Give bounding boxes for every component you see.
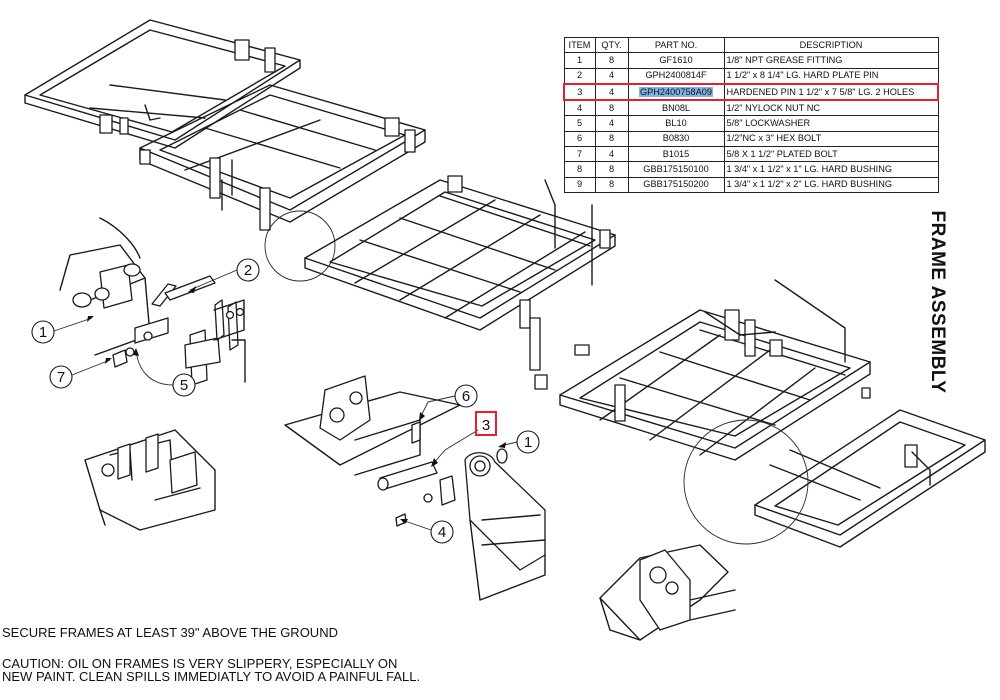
- frame-section-2: [139, 84, 426, 231]
- part-number-text: GPH2400814F: [645, 70, 707, 81]
- detail-view-pin: [284, 375, 546, 601]
- cell-qty: 4: [594, 67, 629, 85]
- cell-part-no: GF1610: [627, 52, 725, 69]
- cell-qty: 4: [594, 82, 629, 102]
- caution-note-line-1: CAUTION: OIL ON FRAMES IS VERY SLIPPERY,…: [2, 656, 398, 671]
- cell-item: 1: [563, 52, 596, 69]
- cell-qty: 8: [594, 52, 629, 69]
- cell-description: 5/8" LOCKWASHER: [723, 115, 939, 132]
- callout-label: 5: [180, 377, 188, 394]
- part-number-text: B1015: [662, 148, 690, 159]
- callout-3: 3: [431, 417, 490, 467]
- callout-4: 4: [400, 519, 454, 544]
- cell-item: 8: [563, 161, 596, 178]
- cell-part-no: BN08L: [627, 99, 725, 117]
- cell-description: 5/8 X 1 1/2" PLATED BOLT: [723, 146, 939, 163]
- detail-view-hitch: [59, 217, 246, 386]
- cell-description: 1/2" NYLOCK NUT NC: [723, 99, 939, 117]
- detail-circle-1: [264, 210, 336, 282]
- cell-description: 1 3/4" x 1 1/2" x 2" LG. HARD BUSHING: [723, 176, 939, 193]
- frame-section-1: [24, 19, 301, 149]
- part-number-text: GF1610: [659, 54, 693, 65]
- callout-label: 2: [244, 262, 252, 279]
- part-number-text: GBB175150100: [643, 164, 709, 175]
- cell-part-no: GPH2400758A09: [627, 82, 725, 102]
- page-title: FRAME ASSEMBLY: [927, 210, 948, 394]
- cell-item: 5: [563, 115, 596, 132]
- cell-part-no: GBB175150100: [627, 161, 725, 178]
- part-number-text: GBB175150200: [643, 179, 709, 190]
- cell-part-no: B0830: [627, 130, 725, 148]
- detail-view-hinge: [599, 544, 736, 641]
- cell-qty: 4: [594, 146, 629, 163]
- callout-1-top: 1: [31, 316, 94, 344]
- frame-section-3: [304, 175, 616, 390]
- callout-label: 1: [39, 324, 47, 341]
- cell-qty: 4: [594, 115, 629, 132]
- cell-qty: 8: [594, 176, 629, 193]
- cell-description: 1 1/2" x 8 1/4" LG. HARD PLATE PIN: [723, 67, 939, 85]
- cell-qty: 8: [594, 161, 629, 178]
- part-number-text: GPH2400758A09: [638, 86, 714, 97]
- callout-label: 1: [524, 434, 532, 451]
- cell-part-no: BL10: [627, 115, 725, 132]
- header-description: DESCRIPTION: [723, 36, 939, 54]
- cell-part-no: GBB175150200: [627, 176, 725, 193]
- cell-qty: 8: [594, 99, 629, 117]
- caution-note-line-2: NEW PAINT. CLEAN SPILLS IMMEDIATLY TO AV…: [2, 669, 421, 684]
- frame-assembly-illustration: [24, 19, 986, 548]
- safety-note-height: SECURE FRAMES AT LEAST 39" ABOVE THE GRO…: [2, 625, 338, 640]
- callout-7: 7: [49, 358, 112, 389]
- cell-item: 9: [563, 176, 596, 193]
- cell-part-no: B1015: [627, 146, 725, 163]
- cell-item: 4: [563, 99, 596, 117]
- part-number-text: B0830: [662, 133, 690, 144]
- cell-description: 1/8" NPT GREASE FITTING: [723, 52, 939, 69]
- header-qty: QTY.: [594, 36, 629, 54]
- detail-circle-2: [683, 419, 809, 545]
- callout-label: 4: [438, 524, 446, 541]
- header-item: ITEM: [563, 36, 596, 54]
- parts-table-header: ITEM QTY. PART NO. DESCRIPTION: [563, 36, 939, 54]
- part-number-text: BN08L: [661, 102, 691, 113]
- cell-description: 1/2"NC x 3" HEX BOLT: [723, 130, 939, 148]
- callout-5: 5: [133, 348, 196, 397]
- frame-section-4: [559, 279, 871, 461]
- cell-qty: 8: [594, 130, 629, 148]
- cell-description: HARDENED PIN 1 1/2" x 7 5/8" LG. 2 HOLES: [723, 82, 939, 102]
- detail-view-hitch-assembled: [84, 429, 216, 531]
- cell-item: 7: [563, 146, 596, 163]
- cell-description: 1 3/4" x 1 1/2" x 1" LG. HARD BUSHING: [723, 161, 939, 178]
- callout-label: 3: [482, 417, 490, 434]
- callout-2: 2: [188, 258, 260, 293]
- callout-6: 6: [419, 384, 478, 421]
- plate-pin-part: [164, 275, 216, 301]
- cell-item: 3: [563, 82, 596, 102]
- header-part-no: PART NO.: [627, 36, 725, 54]
- frame-section-5: [754, 387, 986, 548]
- cell-item: 2: [563, 67, 596, 85]
- callout-1-lower: 1: [498, 430, 540, 454]
- cell-part-no: GPH2400814F: [627, 67, 725, 85]
- part-number-text: BL10: [665, 118, 687, 129]
- cell-item: 6: [563, 130, 596, 148]
- callout-3-highlight-box: [475, 411, 497, 436]
- callout-label: 7: [57, 369, 65, 386]
- callout-label: 6: [462, 388, 470, 405]
